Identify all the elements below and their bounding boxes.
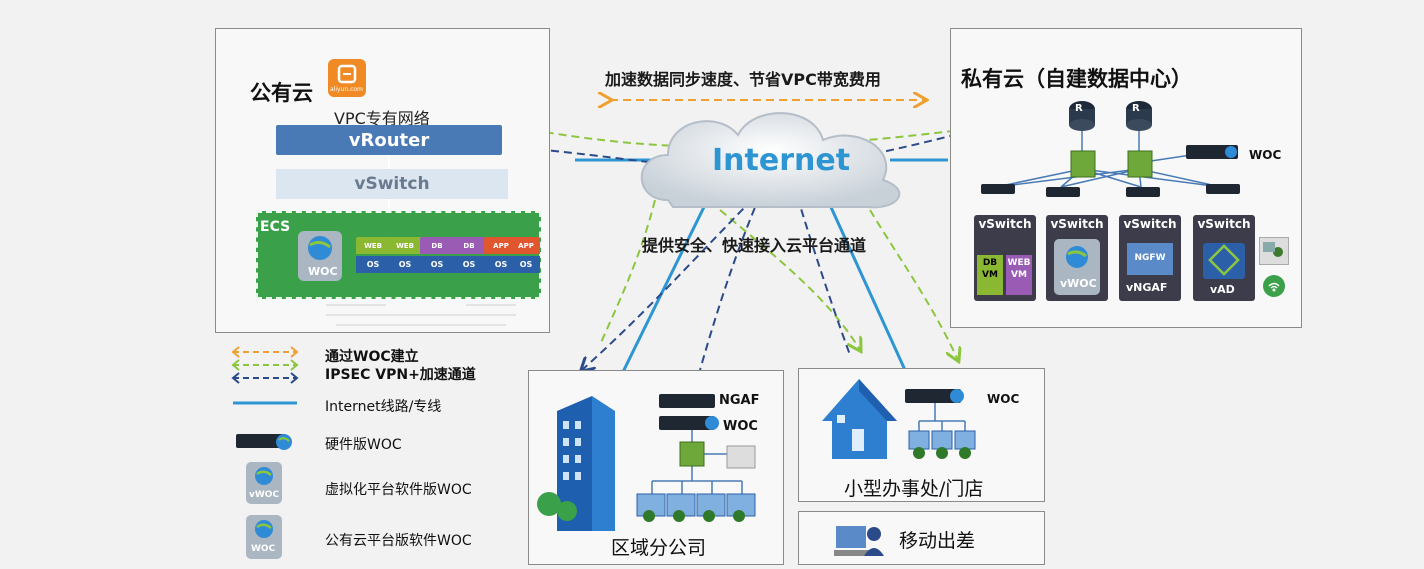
branch-switch-icon: [679, 441, 705, 467]
vswitch-card-vm: vSwitch DB VM WEB VM: [974, 215, 1036, 301]
ngfw-icon: NGFW: [1127, 243, 1173, 275]
public-woc-legend-badge: WOC: [251, 544, 276, 554]
vrouter-bar: vRouter: [276, 125, 502, 155]
legend-public-woc: 公有云平台版软件WOC: [325, 533, 472, 549]
router-icon: [1069, 101, 1152, 131]
branch-topology: [537, 394, 756, 531]
small-office-topology: [822, 379, 976, 459]
aliyun-logo-icon: aliyun.com: [328, 59, 366, 97]
branch-workstation-icons: [636, 493, 756, 517]
vswitch-card-vad: vSwitch vAD: [1193, 215, 1255, 301]
aliyun-logo-text: aliyun.com: [330, 86, 363, 93]
vrouter-link: [388, 155, 390, 169]
legend-internet-line: Internet线路/专线: [325, 399, 442, 415]
vwoc-legend-badge: vWOC: [249, 490, 280, 500]
small-woc-appliance-icon: [905, 389, 964, 403]
vwoc-legend-icon: vWOC: [246, 462, 282, 504]
private-cloud-panel: 私有云（自建数据中心） R R WOC v: [950, 28, 1302, 328]
access-switch-icon: [981, 184, 1240, 197]
vwoc-icon: vWOC: [1054, 239, 1100, 295]
core-switch-icon: [1070, 150, 1153, 178]
branch-ngaf-label: NGAF: [719, 393, 760, 408]
small-woc-label: WOC: [987, 392, 1020, 406]
private-woc-label: WOC: [1249, 148, 1282, 162]
mobile-panel: 移动出差: [798, 511, 1045, 565]
legend-virtual-woc: 虚拟化平台软件版WOC: [325, 482, 472, 498]
legend-woc-tunnel: 通过WOC建立: [325, 349, 419, 365]
ecs-woc-label: WOC: [308, 265, 338, 278]
mobile-title: 移动出差: [899, 530, 976, 552]
ngaf-appliance-icon: [659, 394, 715, 408]
branch-office-panel: NGAF WOC 区域分公司: [528, 370, 784, 565]
monitor-user-icon: [1259, 237, 1289, 265]
internet-cloud-icon: [640, 112, 901, 209]
public-cloud-title: 公有云: [250, 81, 313, 105]
public-woc-legend-icon: WOC: [246, 515, 282, 559]
vswitch-bar: vSwitch: [276, 169, 508, 199]
legend-hardware-woc: 硬件版WOC: [325, 437, 402, 453]
internet-links: [575, 158, 948, 379]
house-icon: [822, 379, 897, 459]
woc-globe-icon: WOC: [298, 231, 342, 281]
public-cloud-panel: 公有云 aliyun.com VPC专有网络 vRouter vSwitch E…: [215, 28, 550, 333]
internet-caption: 提供安全、快速接入云平台通道: [642, 236, 867, 255]
router-label: R: [1132, 103, 1140, 114]
small-office-panel: WOC 小型办事处/门店: [798, 368, 1045, 502]
small-workstation-icons: [908, 430, 976, 450]
office-building-icon: [537, 396, 615, 531]
vad-icon: [1203, 243, 1245, 279]
small-office-title: 小型办事处/门店: [844, 478, 984, 500]
vswitch-card-vngaf: vSwitch NGFW vNGAF: [1119, 215, 1181, 301]
internet-label: Internet: [712, 143, 851, 178]
vswitch-link: [388, 199, 390, 211]
vswitch-card-vwoc: vSwitch vWOC: [1046, 215, 1108, 301]
router-label: R: [1075, 103, 1083, 114]
branch-title: 区域分公司: [611, 537, 707, 559]
private-cloud-title: 私有云（自建数据中心）: [961, 67, 1192, 91]
woc-appliance-icon: [1186, 145, 1238, 159]
wifi-icon: [1263, 275, 1285, 297]
branch-woc-label: WOC: [723, 419, 758, 434]
hardware-woc-icon: [236, 430, 296, 452]
ecs-label: ECS: [260, 219, 291, 235]
branch-woc-appliance-icon: [659, 416, 719, 430]
vpc-label: VPC专有网络: [334, 109, 430, 128]
storage-detail: [326, 304, 516, 326]
legend-lines: [231, 346, 299, 405]
laptop-user-icon: [834, 526, 884, 556]
branch-monitor-icon: [726, 445, 756, 469]
private-topology: [981, 101, 1240, 197]
legend-ipsec-vpn: IPSEC VPN+加速通道: [325, 367, 476, 383]
sync-banner-text: 加速数据同步速度、节省VPC带宽费用: [605, 70, 881, 89]
